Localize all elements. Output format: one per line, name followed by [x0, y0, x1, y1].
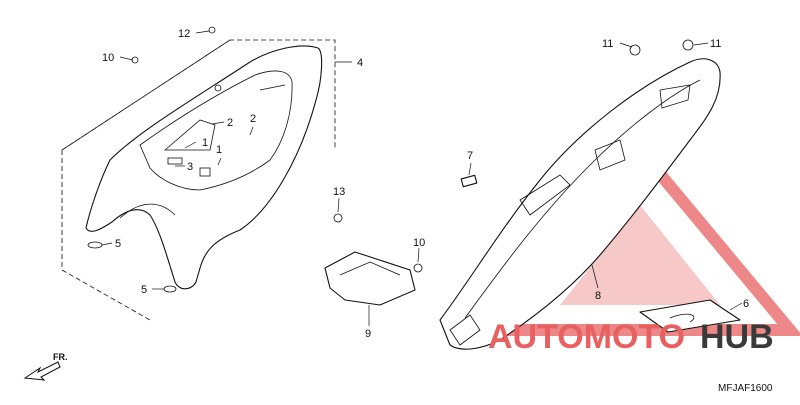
- callout-10b: 10: [413, 237, 425, 249]
- callout-2b: 2: [250, 113, 256, 125]
- callout-labels: 1 1 2 2 3 4 5 5 6 7 8 9 10 10 11 11 12 1…: [102, 28, 749, 340]
- callout-8: 8: [595, 290, 601, 302]
- callout-6: 6: [743, 298, 749, 310]
- callout-1a: 1: [202, 137, 208, 149]
- leader-lines: [101, 30, 743, 326]
- callout-12: 12: [178, 28, 190, 40]
- callout-13: 13: [333, 186, 345, 198]
- callout-5a: 5: [115, 238, 121, 250]
- small-parts: [460, 174, 741, 333]
- front-direction-indicator: FR.: [23, 352, 68, 381]
- seat-cowl-frame: [61, 39, 336, 321]
- callout-2a: 2: [227, 117, 233, 129]
- watermark-text: AUTOMOTO HUB: [488, 318, 774, 356]
- diagram-code: MFJAF1600: [718, 383, 773, 394]
- callout-3: 3: [187, 161, 193, 173]
- callout-11b: 11: [710, 38, 721, 50]
- license-bracket: [324, 213, 423, 306]
- callout-9: 9: [365, 328, 371, 340]
- seat-cowl: [85, 26, 323, 293]
- callout-4: 4: [357, 57, 363, 69]
- callout-5b: 5: [141, 284, 147, 296]
- callout-10a: 10: [102, 52, 114, 64]
- watermark-part1: AUTOMOTO: [488, 318, 685, 356]
- front-arrow-icon: [23, 361, 61, 381]
- callout-11a: 11: [602, 38, 613, 50]
- callout-7: 7: [467, 150, 473, 162]
- watermark-part2: HUB: [700, 318, 774, 356]
- front-label: FR.: [53, 352, 68, 362]
- rear-fender: [439, 39, 721, 350]
- callout-1b: 1: [216, 144, 222, 156]
